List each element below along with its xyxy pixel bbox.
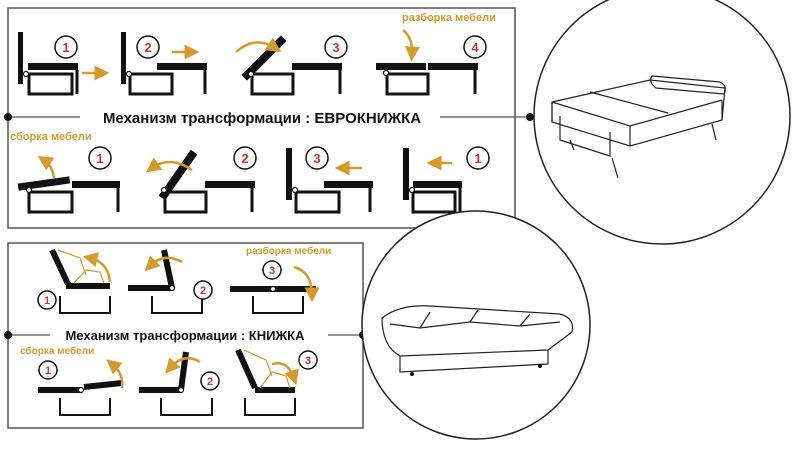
step-number: 1 (62, 40, 69, 55)
step-number: 2 (241, 151, 248, 166)
eurobook-unfold-step-2: 2 (121, 32, 207, 96)
step-number: 3 (332, 40, 339, 55)
step-number: 1 (96, 151, 103, 166)
step-number: 2 (200, 285, 206, 297)
book-unfold-step-3: 3 (230, 260, 320, 314)
book-unfold-step-1: 1 (37, 248, 112, 314)
eurobook-fold-step-3: 3 (286, 146, 373, 214)
book-fold-step-3: 3 (235, 348, 318, 416)
eurobook-title: Механизм трансформации : ЕВРОКНИЖКА (103, 110, 421, 127)
step-number: 1 (474, 151, 481, 166)
eurobook-unfold-step-4: 4 (376, 29, 487, 96)
eurobook-unfold-step-3: 3 (235, 35, 348, 96)
book-fold-step-2: 2 (139, 351, 220, 416)
eurobook-sofa-illustration (533, 0, 791, 245)
book-fold-label: сборка мебели (20, 345, 94, 357)
eurobook-panel: Механизм трансформации : ЕВРОКНИЖКА разб… (4, 7, 534, 229)
step-number: 3 (305, 355, 311, 367)
book-sofa-illustration (361, 210, 591, 440)
step-number: 4 (471, 40, 479, 55)
step-number: 3 (313, 151, 320, 166)
eurobook-unfold-label: разборка мебели (402, 12, 496, 24)
eurobook-fold-step-1: 1 (17, 146, 120, 214)
eurobook-unfold-step-1: 1 (18, 32, 110, 96)
step-number: 2 (144, 40, 151, 55)
book-panel: Механизм трансформации : КНИЖКА разборка… (4, 242, 367, 429)
step-number: 1 (44, 295, 50, 307)
step-number: 3 (269, 265, 275, 277)
step-number: 1 (45, 365, 51, 377)
eurobook-fold-step-2: 2 (145, 146, 257, 214)
eurobook-fold-step-4: 1 (403, 146, 490, 214)
book-unfold-step-2: 2 (128, 249, 213, 314)
book-fold-step-1: 1 (38, 359, 124, 416)
step-number: 2 (207, 376, 213, 388)
eurobook-fold-label: сборка мебели (10, 131, 92, 143)
book-title: Механизм трансформации : КНИЖКА (65, 328, 305, 343)
book-unfold-label: разборка мебели (246, 245, 331, 257)
